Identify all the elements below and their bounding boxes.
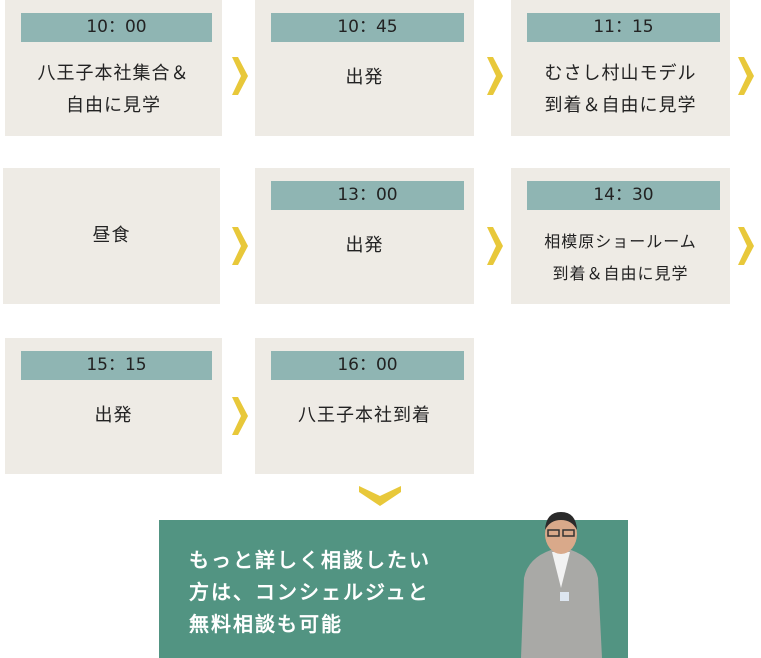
- step-time: 10：00: [21, 13, 212, 42]
- step-label: 相模原ショールーム 到着＆自由に見学: [544, 232, 697, 283]
- step-label: 出発: [345, 67, 384, 88]
- step-time: 14：30: [527, 181, 720, 210]
- chevron-right-icon: [232, 397, 248, 435]
- step-time: 15：15: [21, 351, 212, 380]
- step-box: 11：15 むさし村山モデル 到着＆自由に見学: [511, 0, 730, 136]
- chevron-right-icon: [738, 227, 754, 265]
- step-label: 出発: [345, 235, 384, 256]
- step-label: むさし村山モデル 到着＆自由に見学: [544, 63, 697, 116]
- banner-text: もっと詳しく相談したい 方は、コンシェルジュと 無料相談も可能: [189, 548, 431, 636]
- concierge-photo: [521, 512, 602, 658]
- step-label: 出発: [94, 405, 133, 426]
- chevron-down-icon: [359, 486, 401, 506]
- step-time: 16：00: [271, 351, 464, 380]
- chevron-right-icon: [232, 57, 248, 95]
- step-box: 10：00 八王子本社集合＆ 自由に見学: [5, 0, 222, 136]
- step-box: 10：45 出発: [255, 0, 474, 136]
- step-time: 11：15: [527, 13, 720, 42]
- step-box: 昼食: [3, 168, 220, 304]
- step-label: 昼食: [92, 225, 131, 246]
- step-box: 16：00 八王子本社到着: [255, 338, 474, 474]
- step-box: 13：00 出発: [255, 168, 474, 304]
- chevron-right-icon: [487, 57, 503, 95]
- chevron-right-icon: [232, 227, 248, 265]
- step-box: 14：30 相模原ショールーム 到着＆自由に見学: [511, 168, 730, 304]
- step-box: 15：15 出発: [5, 338, 222, 474]
- step-time: 10：45: [271, 13, 464, 42]
- chevron-right-icon: [487, 227, 503, 265]
- step-label: 八王子本社集合＆ 自由に見学: [37, 63, 190, 116]
- step-time: 13：00: [271, 181, 464, 210]
- chevron-right-icon: [738, 57, 754, 95]
- step-label: 八王子本社到着: [298, 405, 431, 426]
